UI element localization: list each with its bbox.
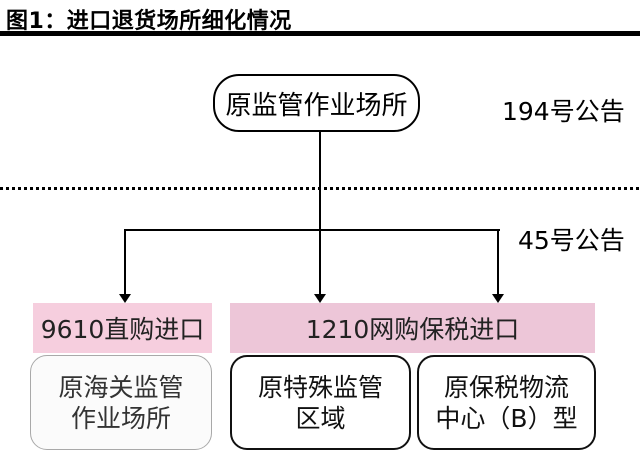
header-9610-label: 9610直购进口 (40, 315, 205, 344)
leaf-label-line: 原特殊监管 (257, 372, 383, 402)
header-1210-label: 1210网购保税进口 (305, 315, 520, 344)
header-box-9610: 9610直购进口 (33, 303, 212, 353)
arrow-head-icon (492, 294, 504, 303)
leaf-label-line: 作业场所 (70, 403, 171, 433)
branch-connector-line (124, 229, 500, 231)
root-node-box: 原监管作业场所 (213, 74, 420, 132)
leaf-box-bonded-logistics-center: 原保税物流 中心（B）型 (417, 355, 596, 450)
root-node-label: 原监管作业场所 (225, 90, 408, 121)
leaf-box-customs-supervision: 原海关监管 作业场所 (30, 355, 212, 450)
arrow-head-icon (119, 294, 131, 303)
leaf-label-line: 原海关监管 (58, 372, 184, 402)
announcement-45-label: 45号公告 (518, 226, 625, 255)
arrow-head-icon (314, 294, 326, 303)
dotted-divider-line (0, 187, 640, 190)
announcement-194-label: 194号公告 (502, 97, 625, 126)
leaf-label-line: 原保税物流 (443, 372, 569, 402)
leaf-box-special-supervision-zone: 原特殊监管 区域 (230, 355, 411, 450)
figure-title: 图1：进口退货场所细化情况 (6, 9, 292, 34)
down-arrow-right (492, 231, 504, 303)
leaf-label-line: 中心（B）型 (435, 403, 578, 433)
title-underline (0, 31, 640, 36)
leaf-label-line: 区域 (295, 403, 346, 433)
root-stem-line (319, 130, 321, 230)
header-box-1210: 1210网购保税进口 (230, 303, 595, 353)
down-arrow-middle (314, 231, 326, 303)
down-arrow-left (119, 231, 131, 303)
